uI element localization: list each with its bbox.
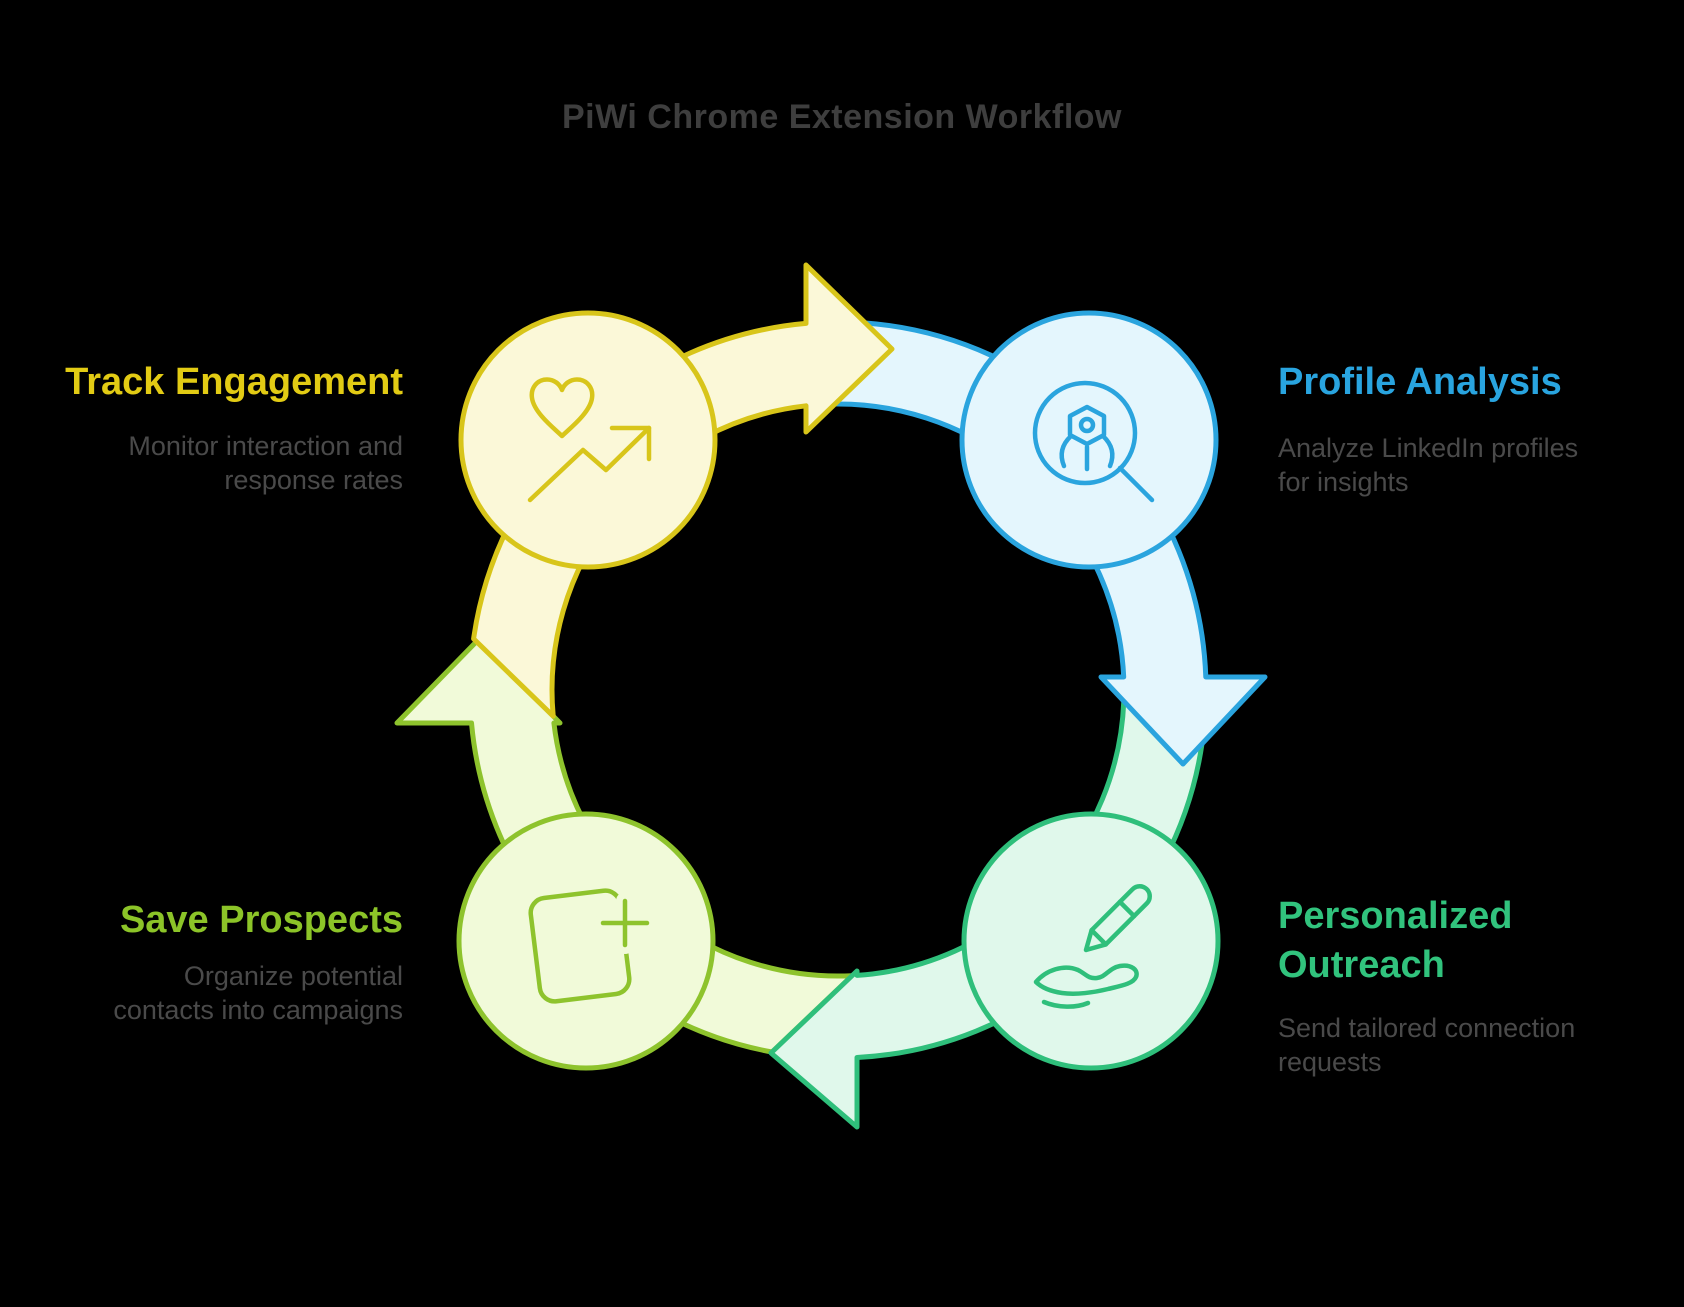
node-save-prospects: [456, 811, 716, 1071]
node-personalized-outreach: [961, 811, 1221, 1071]
step-description-profile-analysis: Analyze LinkedIn profiles for insights: [1278, 433, 1579, 497]
step-label-save-prospects: Save Prospects: [119, 899, 403, 941]
heart-trend-icon: [527, 377, 652, 503]
add-card-icon: [528, 888, 656, 1004]
step-description-track-engagement: Monitor interaction and response rates: [128, 431, 403, 495]
step-label-profile-analysis: Profile Analysis: [1278, 361, 1562, 403]
node-profile-analysis: [959, 310, 1219, 570]
pencil-hand-icon: [1033, 884, 1152, 1009]
step-description-personalized-outreach: Send tailored connection requests: [1278, 1013, 1576, 1077]
step-description-save-prospects: Organize potential contacts into campaig…: [113, 961, 403, 1025]
step-label-track-engagement: Track Engagement: [65, 361, 403, 403]
page-title: PiWi Chrome Extension Workflow: [561, 98, 1122, 136]
scan-profile-icon: [1032, 380, 1155, 503]
node-track-engagement: [458, 310, 718, 570]
step-label-personalized-outreach: Personalized Outreach: [1278, 895, 1513, 987]
